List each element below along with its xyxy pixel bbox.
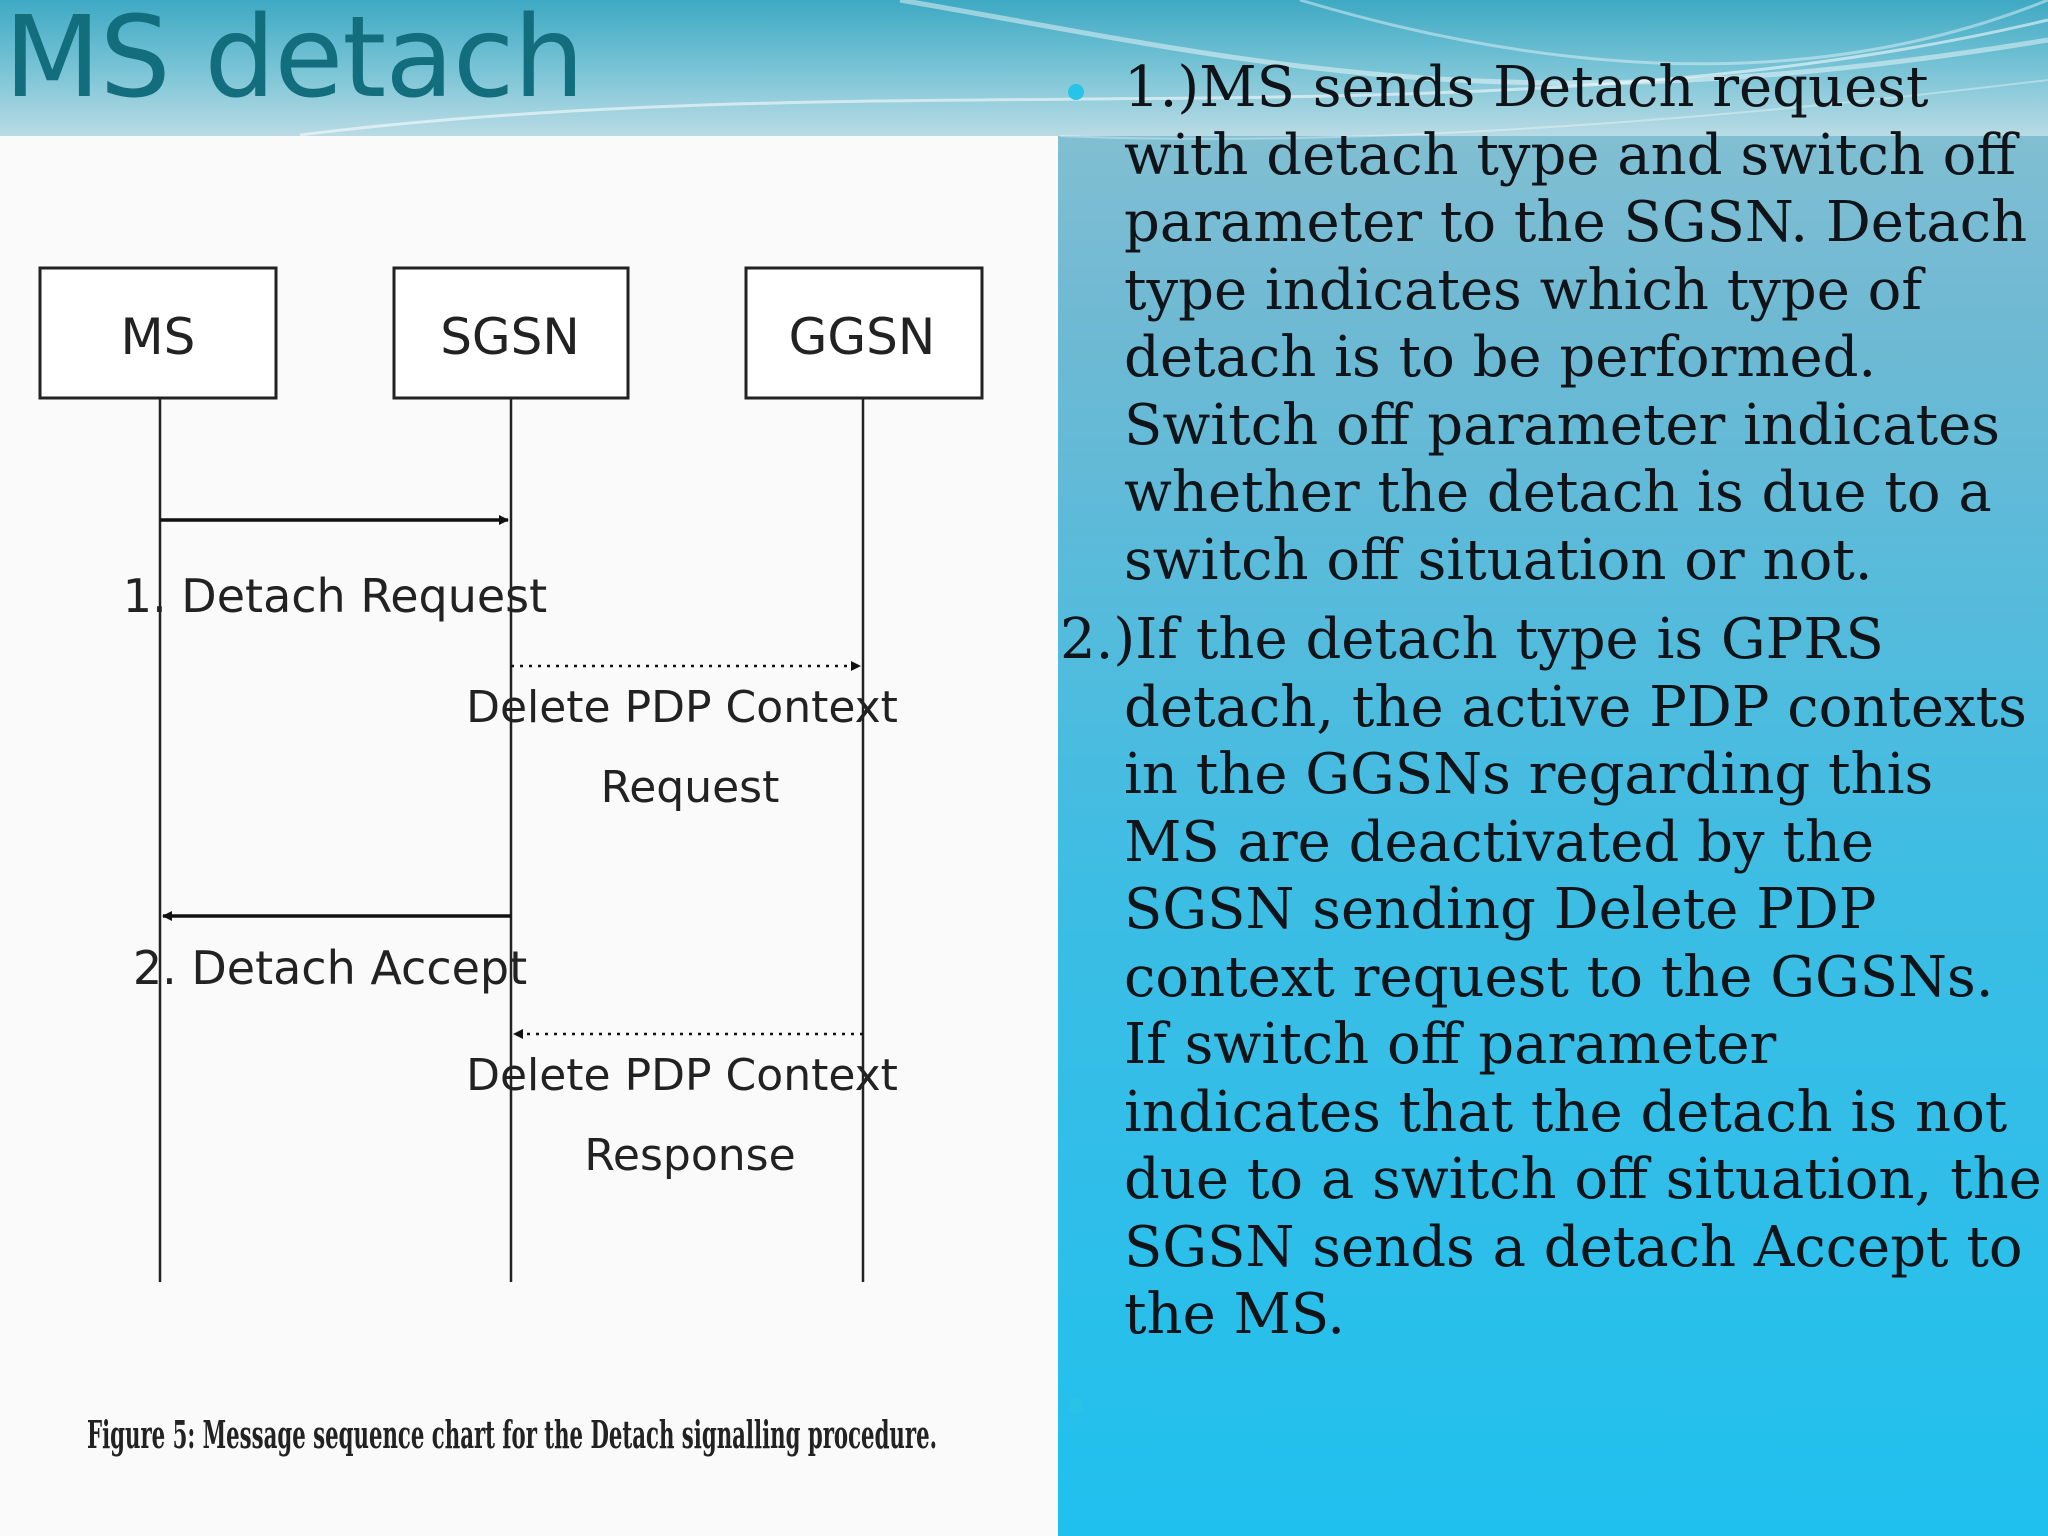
ggsn-entity-label: GGSN (789, 308, 936, 366)
delete-pdp-response-label-line-2: Response (584, 1130, 795, 1181)
figure-caption: Figure 5: Message sequence chart for the… (87, 1412, 937, 1457)
slide-title: MS detach (4, 0, 584, 123)
step-2-text: 2.)If the detach type is GPRS detach, th… (1060, 607, 2042, 1347)
ms-entity-label: MS (121, 308, 196, 366)
header-swoosh-decoration (299, 0, 2048, 140)
ggsn-entity: GGSN (744, 266, 984, 1282)
sequence-diagram: MS SGSN GGSN 1. Detach Request Delete PD… (38, 266, 984, 1457)
ms-entity: MS (38, 266, 278, 1282)
header-band (0, 0, 2048, 136)
figure-panel: MS SGSN GGSN 1. Detach Request Delete PD… (0, 136, 1058, 1536)
bullet-icon (1068, 84, 1084, 100)
bullet-icon-empty (1068, 1398, 1084, 1414)
detach-request-label: 1. Detach Request (123, 569, 547, 623)
step-1-text: 1.)MS sends Detach request with detach t… (1124, 55, 2028, 593)
delete-pdp-request-label-line-1: Delete PDP Context (466, 682, 898, 733)
delete-pdp-response-label-line-1: Delete PDP Context (466, 1050, 898, 1101)
body-text-column: 1.)MS sends Detach request with detach t… (1060, 54, 2045, 1349)
detach-accept-label: 2. Detach Accept (133, 941, 527, 995)
sgsn-entity: SGSN (392, 266, 630, 1282)
delete-pdp-request-label-line-2: Request (601, 762, 780, 813)
sgsn-entity-label: SGSN (440, 308, 580, 366)
